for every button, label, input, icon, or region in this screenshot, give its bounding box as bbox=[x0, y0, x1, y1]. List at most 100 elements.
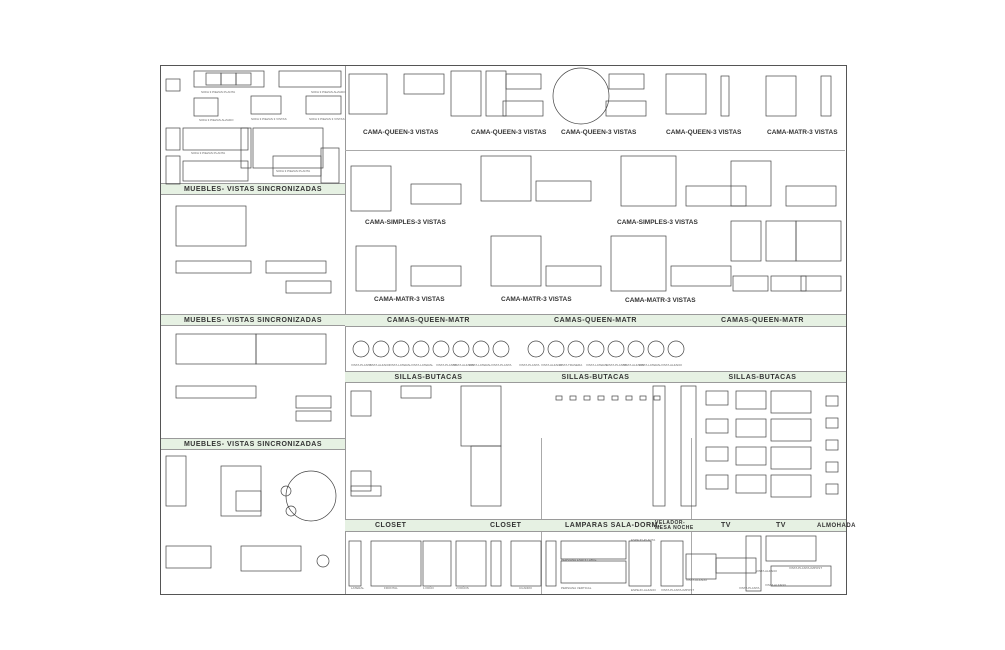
block-label: SOFA 3 PIEZAS 3 VISTAS bbox=[251, 117, 287, 121]
lamp bbox=[569, 395, 577, 401]
pillow bbox=[825, 417, 839, 429]
band-label: LAMPARAS SALA-DORM. bbox=[565, 522, 661, 529]
lamp bbox=[583, 395, 591, 401]
block-outline bbox=[272, 155, 322, 177]
block-outline bbox=[320, 147, 340, 184]
block-outline bbox=[410, 183, 462, 205]
chair bbox=[667, 340, 685, 358]
tv bbox=[735, 446, 767, 466]
chair-label: VISTA ALZADO bbox=[453, 363, 474, 367]
chair-label: VISTA LATERAL bbox=[586, 363, 609, 367]
chair bbox=[432, 340, 450, 358]
chair bbox=[452, 340, 470, 358]
chair-label: VISTA ALZADO bbox=[369, 363, 390, 367]
lamp bbox=[611, 395, 619, 401]
block-outline bbox=[285, 280, 332, 294]
bed-caption: CAMA-QUEEN-3 VISTAS bbox=[666, 129, 742, 136]
armchair bbox=[165, 78, 181, 92]
block-label: LATERAL bbox=[351, 586, 365, 590]
bed-plan bbox=[730, 160, 772, 207]
chair bbox=[492, 340, 510, 358]
chair-label: VISTA LATERAL bbox=[639, 363, 662, 367]
bed-plan bbox=[620, 155, 677, 207]
block-outline bbox=[535, 180, 592, 202]
chair bbox=[412, 340, 430, 358]
block-outline bbox=[605, 100, 647, 117]
bed-caption: CAMA-SIMPLES-3 VISTAS bbox=[617, 219, 698, 226]
block-label: VISTA PLANTA-IMPOST bbox=[789, 566, 823, 570]
bed-caption: CAMA-QUEEN-3 VISTAS bbox=[363, 129, 439, 136]
desk bbox=[765, 535, 817, 562]
chair bbox=[587, 340, 605, 358]
sofa-plan bbox=[193, 70, 265, 88]
block-label: VISTA ALZADO bbox=[756, 569, 777, 573]
pillow bbox=[825, 439, 839, 451]
sofa-3view bbox=[250, 95, 282, 115]
bed-plan bbox=[490, 235, 542, 287]
block-outline bbox=[240, 545, 302, 572]
block-outline bbox=[770, 565, 832, 587]
band-label: CLOSET bbox=[375, 522, 407, 529]
block-outline bbox=[240, 127, 252, 169]
bed-plan bbox=[350, 165, 392, 212]
block-outline bbox=[800, 275, 842, 292]
chair-label: VISTA PLANTA bbox=[351, 363, 372, 367]
divider bbox=[691, 438, 692, 594]
block-circle bbox=[285, 505, 297, 517]
row-divider bbox=[345, 150, 845, 151]
bed-plan bbox=[355, 245, 397, 292]
armchair bbox=[165, 127, 181, 151]
band-label: SILLAS-BUTACAS bbox=[394, 373, 463, 381]
round-sofa bbox=[285, 470, 337, 522]
wardrobe bbox=[460, 385, 502, 447]
block-outline bbox=[265, 260, 327, 274]
cad-sheet: MUEBLES- VISTAS SINCRONIZADAS MUEBLES- V… bbox=[160, 65, 856, 595]
chair bbox=[352, 340, 370, 358]
tv bbox=[735, 474, 767, 494]
block-outline bbox=[255, 333, 327, 365]
chair bbox=[627, 340, 645, 358]
block-outline bbox=[490, 540, 502, 587]
sofa-3view bbox=[305, 95, 342, 115]
sofa-set bbox=[165, 455, 187, 507]
block-outline bbox=[732, 275, 769, 292]
section-band: MUEBLES- VISTAS SINCRONIZADAS bbox=[161, 438, 345, 450]
tv bbox=[770, 474, 812, 498]
block-circle bbox=[280, 485, 292, 497]
block-outline bbox=[720, 75, 730, 117]
painting bbox=[510, 540, 542, 587]
bed-plan bbox=[480, 155, 532, 202]
block-outline bbox=[485, 70, 507, 117]
tv bbox=[705, 446, 729, 462]
chair-label: VISTA ALZADO bbox=[661, 363, 682, 367]
block-outline bbox=[545, 265, 602, 287]
column-divider bbox=[345, 66, 346, 594]
block-label: ESPEJO-ALZADO bbox=[631, 588, 656, 592]
bed-plan bbox=[610, 235, 667, 292]
tv bbox=[770, 418, 812, 442]
block-label: ESPEJO-PLANTA bbox=[631, 538, 656, 542]
lamp bbox=[555, 395, 563, 401]
block-label: SOFA 3 PIEZAS 3 VISTAS bbox=[309, 117, 345, 121]
block-outline bbox=[765, 220, 797, 262]
lamp bbox=[653, 395, 661, 401]
chair-label: VISTA ALZADO bbox=[541, 363, 562, 367]
band-label: SILLAS-BUTACAS bbox=[728, 373, 797, 381]
chair-label: VISTA PLANTA bbox=[491, 363, 512, 367]
block-label: SOFA 3 PIEZAS PLANTA bbox=[276, 169, 311, 173]
block-outline bbox=[795, 220, 842, 262]
block-outline bbox=[350, 485, 382, 497]
block-label: VISTA PLANTA bbox=[739, 586, 760, 590]
bed-plan bbox=[450, 70, 482, 117]
block-outline bbox=[403, 73, 445, 95]
block-outline bbox=[295, 395, 332, 409]
bed-caption: CAMA-MATR-3 VISTAS bbox=[625, 297, 696, 304]
chair-label: VISTA PLANTA bbox=[519, 363, 540, 367]
band-label: CAMAS-QUEEN-MATR bbox=[721, 317, 804, 324]
lamp bbox=[597, 395, 605, 401]
desk bbox=[685, 553, 717, 580]
bottom-band: CLOSET CLOSET LAMPARAS SALA-DORM. VELADO… bbox=[345, 519, 856, 532]
chair bbox=[527, 340, 545, 358]
tv bbox=[735, 418, 767, 438]
block-label: VISTA PLANTA-IMPOST bbox=[661, 588, 695, 592]
